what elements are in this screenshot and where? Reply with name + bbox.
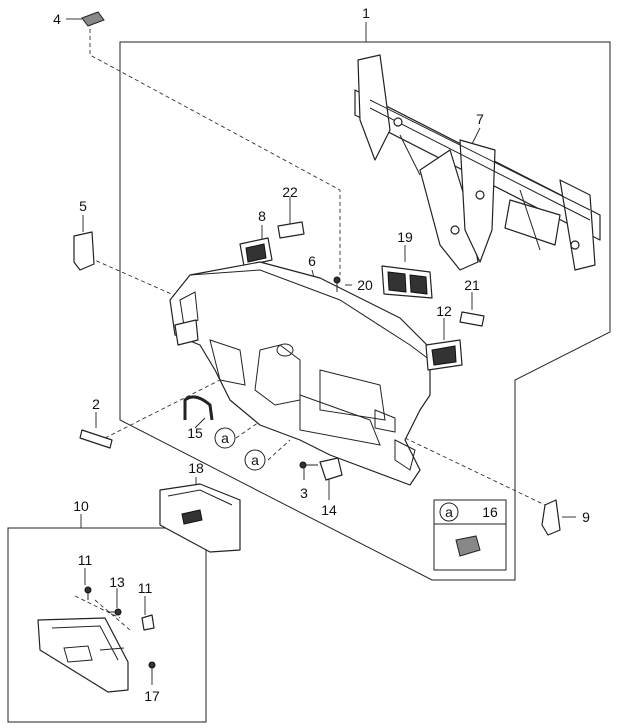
svg-text:a: a <box>251 452 259 468</box>
callout-12: 12 <box>436 303 452 319</box>
fastener-part-11-left <box>84 586 92 600</box>
callout-5: 5 <box>79 198 87 214</box>
fastener-part-11-right <box>141 614 155 631</box>
fastener-part-17 <box>148 661 156 669</box>
ref-circle-a-2: a <box>244 449 266 471</box>
center-vents-part-19 <box>381 265 433 299</box>
vent-part-12 <box>425 339 463 371</box>
callout-19: 19 <box>397 229 413 245</box>
cross-member-part-7 <box>354 54 601 271</box>
detail-box-16 <box>433 499 507 571</box>
svg-text:a: a <box>221 430 229 446</box>
svg-text:a: a <box>445 504 453 520</box>
callout-3: 3 <box>300 485 308 501</box>
fastener-part-13 <box>108 608 122 616</box>
callout-16: 16 <box>482 504 498 520</box>
callout-7: 7 <box>476 111 484 127</box>
ref-line-9 <box>404 437 546 506</box>
callout-4: 4 <box>53 11 61 27</box>
bracket-part-22 <box>277 221 305 239</box>
callout-2: 2 <box>92 396 100 412</box>
callout-20: 20 <box>357 277 373 293</box>
ref-line-a1 <box>235 419 263 439</box>
callout-14: 14 <box>321 502 337 518</box>
ref-line-glovebox <box>74 595 131 631</box>
bracket-part-2 <box>79 429 113 449</box>
ref-line-a2 <box>267 439 291 461</box>
callout-18: 18 <box>188 460 204 476</box>
crash-pad-part-6 <box>169 261 431 486</box>
ref-circle-a-1: a <box>214 427 236 449</box>
ref-line-5 <box>89 257 186 301</box>
clip-part-4 <box>81 11 105 27</box>
ref-line-2 <box>104 379 221 439</box>
screw-part-3 <box>299 461 318 469</box>
ref-line-4 <box>89 22 341 275</box>
leader-lines <box>66 18 576 685</box>
callout-8: 8 <box>258 208 266 224</box>
side-cover-part-5 <box>73 231 95 271</box>
ref-circle-a-3: a <box>439 502 459 522</box>
callout-17: 17 <box>144 688 160 704</box>
vent-part-8 <box>239 237 273 267</box>
assembly-boundary <box>119 41 611 581</box>
callout-21: 21 <box>464 277 480 293</box>
callout-9: 9 <box>582 509 590 525</box>
bracket-part-14 <box>319 457 343 481</box>
callout-6: 6 <box>308 253 316 269</box>
glovebox-boundary <box>7 527 207 723</box>
side-cover-part-9 <box>541 499 561 536</box>
callout-1: 1 <box>362 5 370 21</box>
callout-15: 15 <box>187 425 203 441</box>
bracket-part-21 <box>459 311 485 327</box>
callout-22: 22 <box>282 184 298 200</box>
clip-part-16 <box>455 535 481 557</box>
screw-part-20 <box>333 276 341 292</box>
glovebox-part-10 <box>37 617 129 693</box>
callout-11-right: 11 <box>138 580 153 596</box>
glovebox-housing-part-18 <box>159 483 241 553</box>
callout-13: 13 <box>109 574 125 590</box>
callout-10: 10 <box>73 498 89 514</box>
callout-11-left: 11 <box>78 552 93 568</box>
duct-part-15 <box>183 395 214 421</box>
